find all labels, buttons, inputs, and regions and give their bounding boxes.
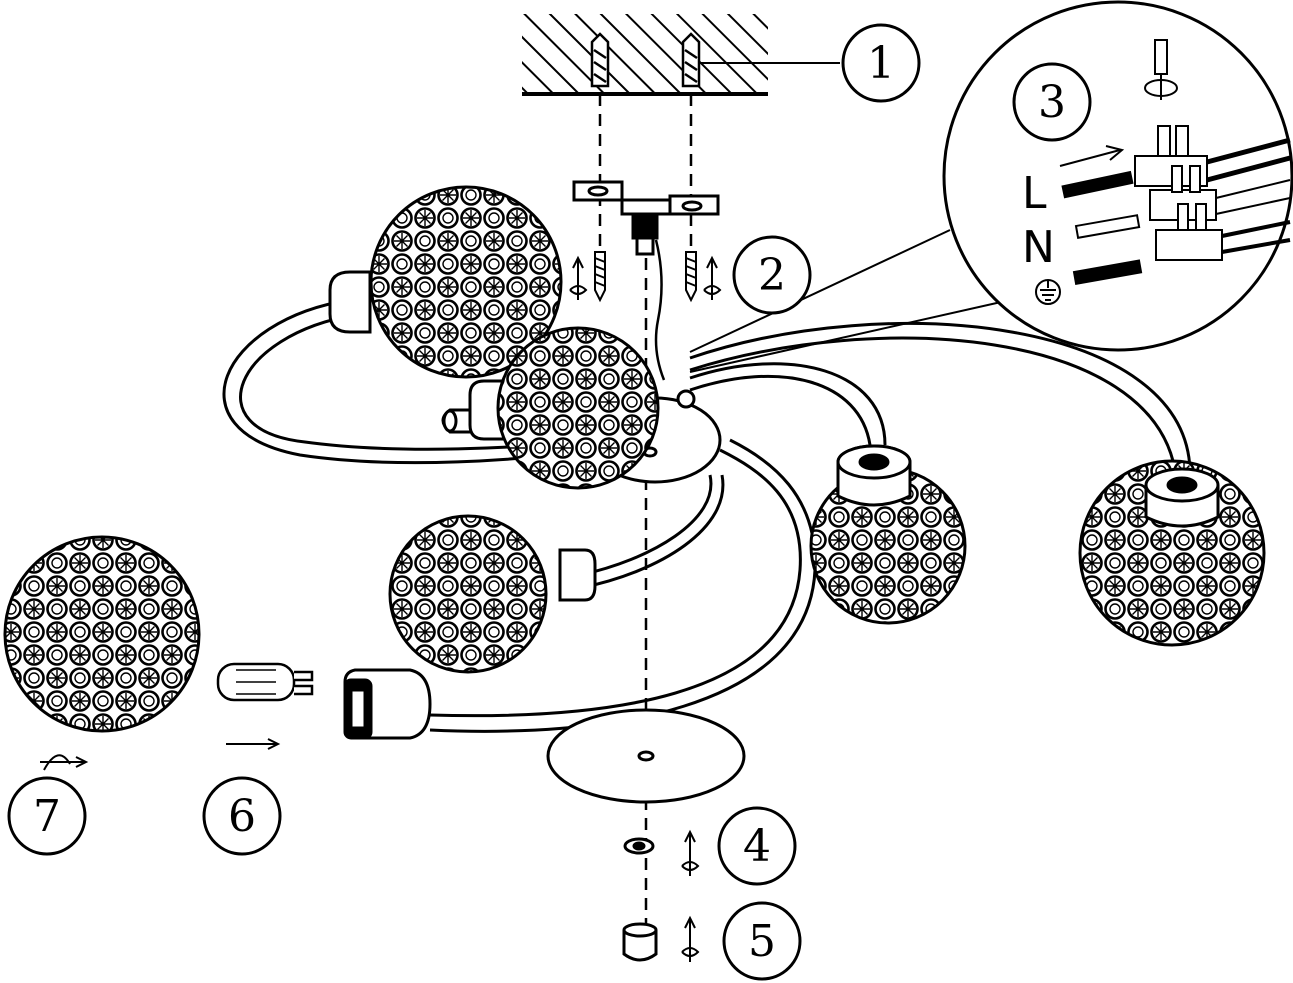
socket-lower-left <box>558 548 597 602</box>
step-7-callout: 7 <box>7 776 87 856</box>
step-6-number: 6 <box>228 791 256 842</box>
screw-rotation-marker-right <box>703 255 722 300</box>
step-1-number: 1 <box>867 38 895 89</box>
neutral-label: N <box>1022 222 1055 273</box>
finial-rotation-marker <box>681 915 700 962</box>
socket-far-right-front <box>1144 467 1220 528</box>
neutral-wire <box>1074 214 1141 239</box>
step-5-callout: 5 <box>722 901 802 981</box>
insertion-arrow <box>1059 145 1125 167</box>
g9-bulb <box>216 662 314 702</box>
lamp-arms <box>222 298 1192 733</box>
step-4-number: 4 <box>743 821 771 872</box>
crystal-globe-detached <box>3 535 201 733</box>
crystal-globe-center <box>496 326 660 490</box>
step-3-callout: 3 <box>1012 62 1092 142</box>
step-6-callout: 6 <box>202 776 282 856</box>
earth-ground-icon <box>1035 279 1061 305</box>
step-2-number: 2 <box>758 250 786 301</box>
screw-rotation-marker-left <box>569 255 588 300</box>
ceiling-section <box>522 14 768 96</box>
detached-socket <box>343 668 432 740</box>
step-5-number: 5 <box>748 916 776 967</box>
cover-plate <box>546 708 746 804</box>
step-7-number: 7 <box>33 791 61 842</box>
assembly-guide-lines <box>598 94 693 940</box>
socket-upper-left <box>328 270 372 334</box>
screwdriver-icon <box>1144 39 1178 100</box>
wall-plug-right <box>681 32 701 88</box>
screw-right <box>685 251 697 303</box>
mounting-bracket <box>572 180 720 381</box>
earth-wire <box>1072 259 1143 285</box>
insert-bulb-arrow <box>226 738 281 750</box>
crystal-globe-upper-left <box>369 185 563 379</box>
live-label: L <box>1022 168 1047 219</box>
step-1-callout: 1 <box>841 23 921 103</box>
live-wire <box>1061 170 1134 199</box>
wall-plug-left <box>590 32 610 88</box>
screw-left <box>594 251 606 303</box>
wiring-detail-callout: L N <box>689 0 1293 373</box>
terminal-block <box>1134 125 1291 261</box>
step-3-number: 3 <box>1038 77 1066 128</box>
decorative-finial <box>622 922 658 962</box>
step-4-callout: 4 <box>717 806 797 886</box>
crystal-globe-lower-left <box>388 514 548 674</box>
screw-globe-arrow <box>40 754 89 771</box>
fixing-nut <box>623 837 655 855</box>
nut-rotation-marker <box>681 829 700 876</box>
step-2-callout: 2 <box>732 235 812 315</box>
socket-middle-right-front <box>836 444 912 507</box>
